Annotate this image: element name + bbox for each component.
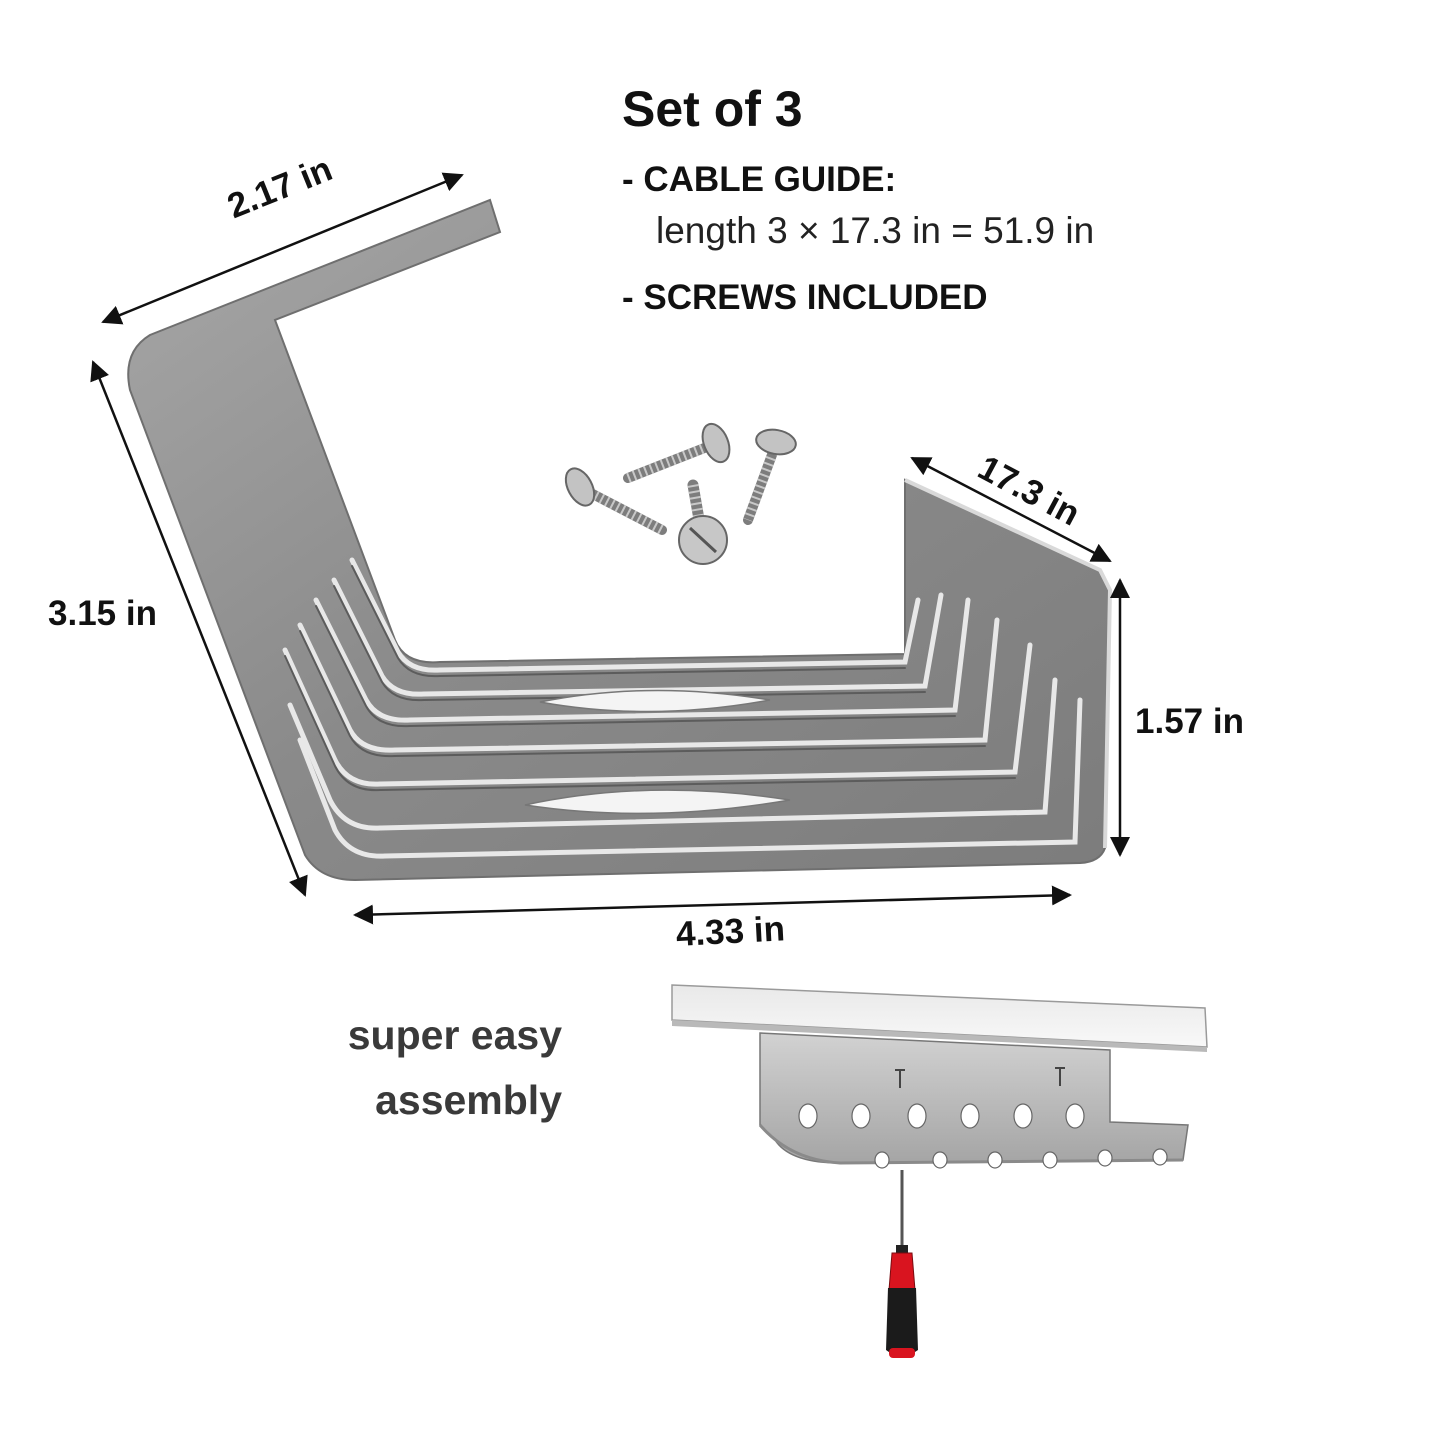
- dimension-arrows: [90, 172, 1130, 925]
- screws-illustration: [564, 422, 797, 565]
- screw-2: [623, 422, 731, 483]
- screw-3: [678, 479, 728, 565]
- arrow-height: [90, 360, 308, 897]
- cable-guide-illustration: [127, 198, 1113, 882]
- cable-guide-label: - CABLE GUIDE:: [622, 160, 897, 199]
- dimension-height: 3.15 in: [48, 594, 157, 633]
- assembly-line-1: super easy: [347, 1012, 562, 1058]
- title: Set of 3: [622, 81, 803, 137]
- dimension-lip-height: 1.57 in: [1135, 702, 1244, 741]
- screw-1: [564, 467, 667, 535]
- screw-4: [743, 428, 797, 525]
- arrow-length: [910, 456, 1112, 563]
- cable-guide-detail: length 3 × 17.3 in = 51.9 in: [656, 210, 1095, 251]
- arrow-top-width: [101, 172, 464, 325]
- screwdriver-illustration: [886, 1170, 918, 1358]
- screws-label: - SCREWS INCLUDED: [622, 278, 988, 317]
- dimension-depth: 4.33 in: [675, 909, 786, 954]
- arrow-depth: [353, 885, 1072, 925]
- assembly-line-2: assembly: [375, 1077, 562, 1123]
- assembly-illustration: [671, 984, 1208, 1358]
